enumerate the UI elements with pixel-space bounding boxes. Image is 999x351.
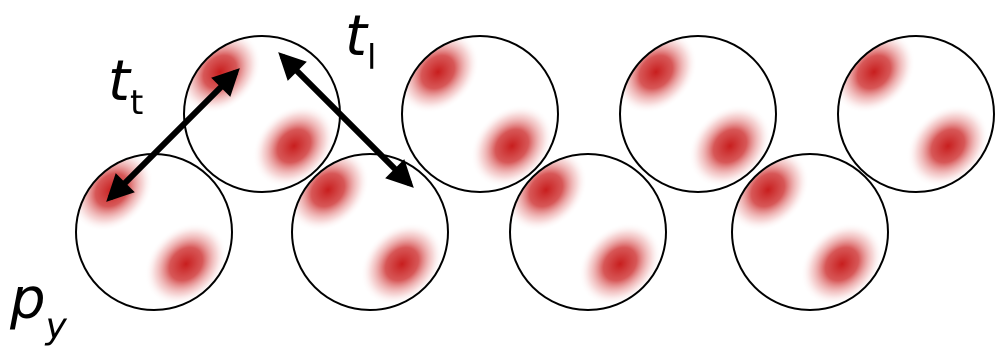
label-t-longitudinal-sub: l [367, 38, 376, 78]
label-orbital-py-main: p [9, 267, 46, 332]
label-t-longitudinal: tl [345, 4, 376, 78]
label-t-transverse-main: t [108, 49, 132, 114]
label-t-transverse-sub: t [130, 83, 143, 123]
label-t-transverse: tt [108, 49, 143, 123]
label-orbital-py-sub: y [45, 306, 68, 347]
label-t-longitudinal-main: t [345, 4, 369, 69]
label-orbital-py: py [9, 267, 68, 347]
